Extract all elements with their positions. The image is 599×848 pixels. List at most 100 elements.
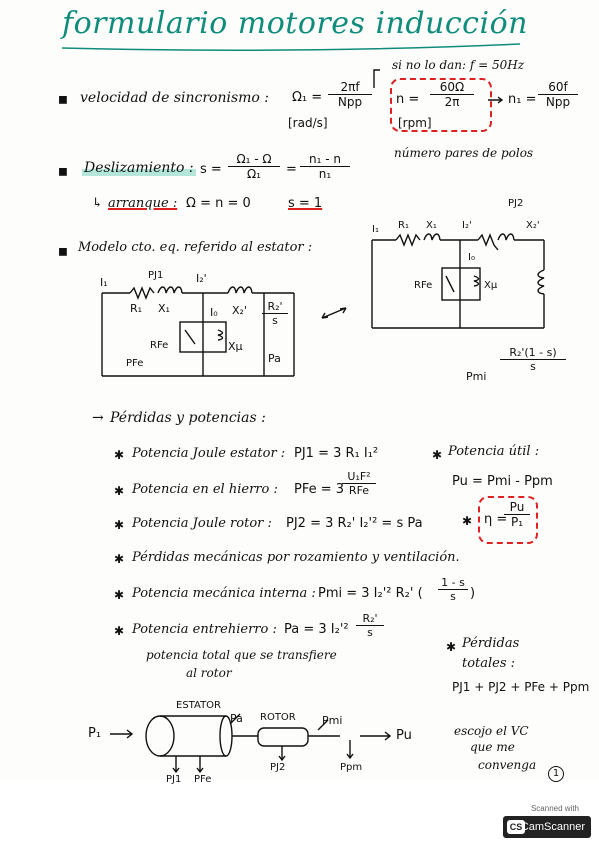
loss-tail-5: ): [470, 586, 476, 601]
flow-note-3: convenga: [478, 758, 537, 772]
sync-note-top: si no lo dan: f = 50Hz: [392, 58, 525, 72]
circuit-Xmu: Xμ: [228, 340, 243, 353]
sync-n1: n₁ =: [508, 92, 537, 107]
model-label: Modelo cto. eq. referido al estator :: [78, 240, 313, 255]
circuit-X1: X₁: [158, 302, 170, 315]
loss-label-4: Pérdidas mecánicas por rozamiento y vent…: [132, 550, 460, 565]
star-icon: ✱: [114, 552, 125, 566]
circuit-diagrams: [101, 69, 545, 774]
bullet-icon: ◼: [58, 92, 68, 106]
loss-formula-3: PJ2 = 3 R₂' I₂'² = s Pa: [286, 516, 423, 531]
scanned-with-label: Scanned with: [530, 804, 579, 813]
flow-note-1: escojo el VC: [454, 724, 529, 738]
circuit-R1: R₁: [130, 302, 143, 315]
title-underline: [61, 43, 521, 51]
camscanner-logo: CS CamScanner: [503, 816, 591, 838]
flow-Pa: Pa: [230, 712, 243, 725]
flow-Pmi: Pmi: [322, 714, 343, 727]
star-icon: ✱: [432, 448, 443, 462]
efficiency-box: [478, 496, 538, 544]
flow-PFe: PFe: [194, 774, 212, 785]
rcircuit-X1: X₁: [426, 220, 437, 231]
circuit-I1: I₁: [100, 276, 108, 289]
flow-PJ2: PJ2: [270, 762, 286, 773]
page-number: 1: [548, 766, 564, 782]
slip-label: Deslizamiento :: [82, 160, 196, 176]
rcircuit-X2: X₂': [526, 220, 540, 231]
arranque-arrow-icon: ↳: [92, 196, 103, 211]
losses-arrow-icon: →: [92, 410, 104, 426]
rcircuit-RFe: RFe: [414, 280, 433, 291]
total-note-1: potencia total que se transfiere: [146, 648, 337, 662]
loss-label-6: Potencia entrehierro :: [132, 622, 277, 637]
flow-estator: ESTATOR: [176, 700, 221, 711]
sync-n: n =: [396, 92, 420, 107]
flow-note-2: que me: [470, 740, 515, 754]
arranque-eq: Ω = n = 0: [186, 196, 251, 211]
circuit-PFe: PFe: [126, 358, 144, 369]
totales-2: totales :: [462, 656, 516, 671]
sync-note-bottom: número pares de polos: [394, 146, 534, 160]
rcircuit-I1: I₁: [372, 224, 379, 235]
page-title: formulario motores inducción: [62, 6, 528, 41]
circuit-RFe: RFe: [150, 340, 169, 351]
star-icon: ✱: [114, 448, 125, 462]
totales-formula: PJ1 + PJ2 + PFe + Ppm: [452, 680, 590, 694]
flow-Pu: Pu: [396, 728, 412, 743]
losses-heading: Pérdidas y potencias :: [110, 410, 266, 426]
loss-formula-1: PJ1 = 3 R₁ I₁²: [294, 446, 379, 461]
bullet-icon: ◼: [58, 244, 68, 258]
flow-PJ1: PJ1: [166, 774, 182, 785]
circuit-I2: I₂': [196, 272, 207, 285]
camscanner-brand: CamScanner: [520, 821, 585, 833]
circuit-I0: I₀: [210, 306, 218, 319]
sync-omega: Ω₁ =: [292, 90, 323, 105]
util-formula: Pu = Pmi - Ppm: [452, 474, 553, 489]
sync-label: velocidad de sincronismo :: [80, 90, 270, 106]
rcircuit-I2: I₂': [462, 220, 472, 231]
rpm-highlight-box: [390, 78, 492, 132]
circuit-Pa: Pa: [268, 352, 281, 365]
star-icon: ✱: [462, 514, 473, 528]
flow-P1: P₁: [88, 726, 102, 741]
rcircuit-R1: R₁: [398, 220, 409, 231]
loss-formula-2: PFe = 3: [294, 482, 345, 497]
star-icon: ✱: [114, 518, 125, 532]
loss-fraction-6: R₂'s: [356, 612, 384, 639]
star-icon: ✱: [114, 484, 125, 498]
util-label: Potencia útil :: [448, 444, 540, 459]
total-note-2: al rotor: [186, 666, 232, 680]
rcircuit-PJ2: PJ2: [508, 198, 524, 209]
bullet-icon: ◼: [58, 164, 68, 178]
circuit-R2s: R₂'s: [262, 300, 288, 327]
loss-formula-5: Pmi = 3 I₂'² R₂' (: [318, 586, 423, 601]
rcircuit-I0: I₀: [468, 252, 475, 263]
arranque-result: s = 1: [288, 196, 323, 211]
star-icon: ✱: [446, 640, 457, 654]
circuit-PJ1: PJ1: [148, 270, 164, 281]
loss-label-1: Potencia Joule estator :: [132, 446, 286, 461]
sync-unit-rads: [rad/s]: [288, 116, 328, 130]
flow-Ppm: Ppm: [340, 762, 363, 773]
loss-formula-6: Pa = 3 I₂'²: [284, 622, 349, 637]
flow-rotor: ROTOR: [260, 712, 296, 723]
rcircuit-Pmi: Pmi: [466, 370, 487, 383]
notebook-page: formulario motores inducción ◼ velocidad…: [58, 6, 590, 785]
totales-1: Pérdidas: [462, 636, 520, 651]
circuit-X2: X₂': [232, 304, 247, 317]
sync-unit-rpm: [rpm]: [398, 116, 432, 130]
slip-equals: =: [286, 162, 297, 177]
rcircuit-Xmu: Xμ: [484, 280, 498, 291]
loss-label-5: Potencia mecánica interna :: [132, 586, 316, 601]
loss-label-2: Potencia en el hierro :: [132, 482, 278, 497]
arranque-label: arranque :: [108, 196, 178, 211]
eta: η =: [484, 512, 508, 527]
star-icon: ✱: [114, 588, 125, 602]
camscanner-icon: CS: [507, 820, 525, 834]
